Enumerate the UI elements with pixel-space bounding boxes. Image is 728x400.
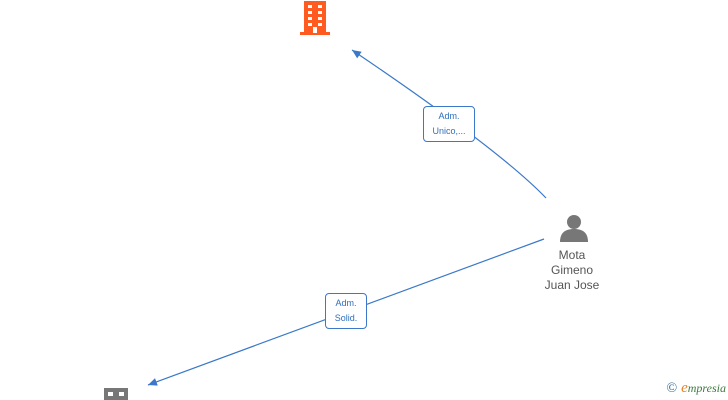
person-name-line-1: Mota [558, 248, 586, 262]
person-icon[interactable] [560, 215, 588, 242]
copyright-icon: © [666, 381, 678, 396]
company-top-building-icon[interactable] [300, 1, 330, 35]
edge-label-line-2: Unico,... [432, 126, 466, 136]
brand-name: mpresia [687, 381, 726, 395]
edge-label-line-1: Adm. [438, 111, 460, 121]
brand-initial: e [681, 380, 688, 396]
edge-label-adm-unico[interactable]: Adm. Unico,... [423, 106, 475, 142]
person-name-line-2: Gimeno [550, 263, 594, 277]
edge-label-line-2: Solid. [334, 313, 358, 323]
company-bottom-building-icon[interactable] [104, 388, 128, 400]
brand-watermark: ©empresia [666, 380, 726, 397]
edge-label-line-1: Adm. [335, 298, 357, 308]
edge-label-adm-solid[interactable]: Adm. Solid. [325, 293, 367, 329]
person-name[interactable]: Mota Gimeno Juan Jose [532, 248, 612, 293]
person-name-line-3: Juan Jose [544, 278, 600, 292]
